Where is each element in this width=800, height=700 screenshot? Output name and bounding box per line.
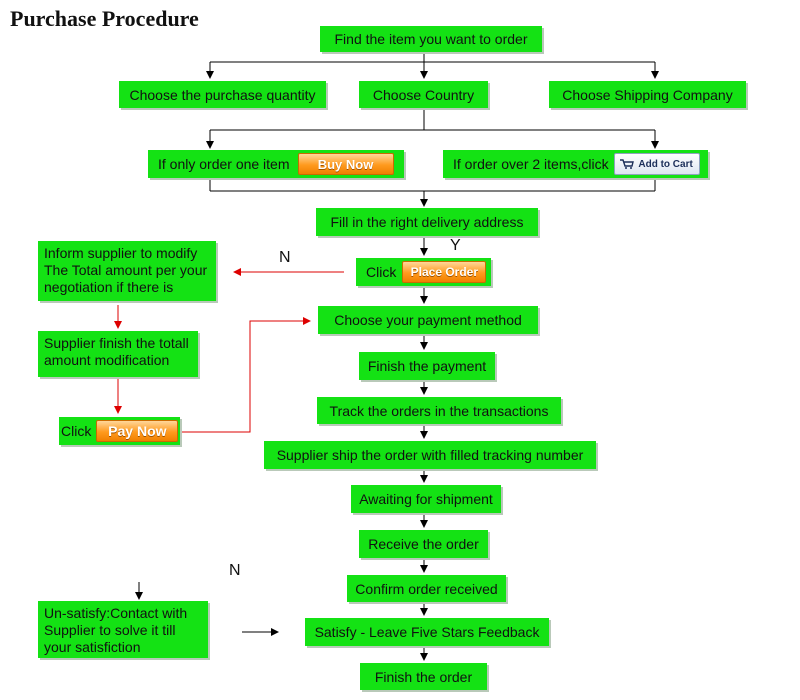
pay-now-button[interactable]: Pay Now bbox=[96, 420, 179, 442]
step-choose-payment: Choose your payment method bbox=[318, 306, 538, 334]
label-no-unsatisfy: N bbox=[229, 562, 241, 579]
inform-supplier-line-3: negotiation if there is bbox=[44, 279, 174, 295]
step-finish-order: Finish the order bbox=[360, 663, 487, 690]
step-choose-quantity: Choose the purchase quantity bbox=[119, 81, 326, 108]
step-supplier-finish: Supplier finish the totall amount modifi… bbox=[38, 331, 198, 377]
unsatisfy-line-1: Un-satisfy:Contact with bbox=[44, 605, 188, 621]
step-fill-address: Fill in the right delivery address bbox=[316, 208, 538, 236]
step-click-pay-now: Click Pay Now bbox=[59, 417, 180, 445]
shopping-cart-icon bbox=[620, 159, 635, 169]
single-item-label: If only order one item bbox=[158, 156, 290, 172]
step-single-item: If only order one item Buy Now bbox=[148, 150, 404, 178]
step-inform-supplier: Inform supplier to modify The Total amou… bbox=[38, 241, 216, 301]
unsatisfy-line-2: Supplier to solve it till bbox=[44, 622, 176, 638]
step-unsatisfy: Un-satisfy:Contact with Supplier to solv… bbox=[38, 601, 208, 658]
label-yes: Y bbox=[450, 237, 461, 254]
step-confirm-received: Confirm order received bbox=[347, 575, 506, 602]
step-choose-country: Choose Country bbox=[359, 81, 488, 108]
step-choose-shipping: Choose Shipping Company bbox=[549, 81, 746, 108]
inform-supplier-line-2: The Total amount per your bbox=[44, 262, 208, 278]
step-click-place-order: Click Place Order bbox=[356, 258, 491, 286]
step-multiple-items: If order over 2 items,click Add to Cart bbox=[443, 150, 708, 178]
step-supplier-ship: Supplier ship the order with filled trac… bbox=[264, 441, 596, 469]
pay-click-label: Click bbox=[61, 423, 92, 439]
supplier-finish-line-2: amount modification bbox=[44, 352, 170, 368]
inform-supplier-line-1: Inform supplier to modify bbox=[44, 245, 198, 261]
step-satisfy-feedback: Satisfy - Leave Five Stars Feedback bbox=[305, 618, 549, 646]
step-finish-payment: Finish the payment bbox=[359, 352, 495, 380]
step-track-orders: Track the orders in the transactions bbox=[317, 397, 561, 424]
step-awaiting-shipment: Awaiting for shipment bbox=[351, 485, 501, 513]
unsatisfy-line-3: your satisfiction bbox=[44, 639, 141, 655]
buy-now-button[interactable]: Buy Now bbox=[297, 153, 394, 175]
add-to-cart-button[interactable]: Add to Cart bbox=[613, 153, 700, 175]
step-find-item: Find the item you want to order bbox=[320, 26, 542, 52]
supplier-finish-line-1: Supplier finish the totall bbox=[44, 335, 189, 351]
multiple-items-label: If order over 2 items,click bbox=[453, 156, 609, 172]
label-no-modify: N bbox=[279, 249, 291, 266]
step-receive-order: Receive the order bbox=[359, 530, 488, 558]
place-order-button[interactable]: Place Order bbox=[402, 261, 487, 283]
click-label: Click bbox=[366, 264, 397, 280]
add-to-cart-label: Add to Cart bbox=[638, 158, 693, 170]
diagram-title: Purchase Procedure bbox=[10, 6, 199, 31]
